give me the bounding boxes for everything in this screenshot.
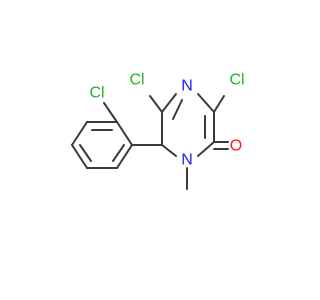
oxygen-atom-carbonyl: O <box>230 138 242 155</box>
chlorine-atom-left: Cl <box>129 72 144 89</box>
bond-ph6-ph1-double <box>112 144 125 162</box>
bond-c5-cl <box>149 95 163 113</box>
chlorine-atom-right: Cl <box>229 72 244 89</box>
bond-ph1-ph2 <box>116 121 133 146</box>
bond-c5-n4 <box>161 93 177 113</box>
bonds <box>71 93 229 190</box>
nitrogen-atom-top: N <box>181 78 193 95</box>
bond-ph3-ph4 <box>71 121 88 146</box>
bond-ph6-ph1 <box>116 144 133 169</box>
molecule-structure: Cl Cl Cl N N O <box>71 72 245 190</box>
bond-c2-n1 <box>197 141 215 157</box>
bond-c3-cl <box>213 95 225 113</box>
nitrogen-atom-bottom: N <box>181 152 193 169</box>
bond-n4-c3 <box>197 93 215 113</box>
chlorine-atom-phenyl: Cl <box>89 85 104 102</box>
bond-c5-n4-double <box>172 99 183 120</box>
bond-ph4-ph5-double <box>79 144 92 162</box>
atom-labels: Cl Cl Cl N N O <box>89 72 244 169</box>
bond-ph4-ph5 <box>71 144 88 169</box>
bond-ph2-cl <box>103 102 118 123</box>
bond-n1-c6 <box>161 144 177 157</box>
